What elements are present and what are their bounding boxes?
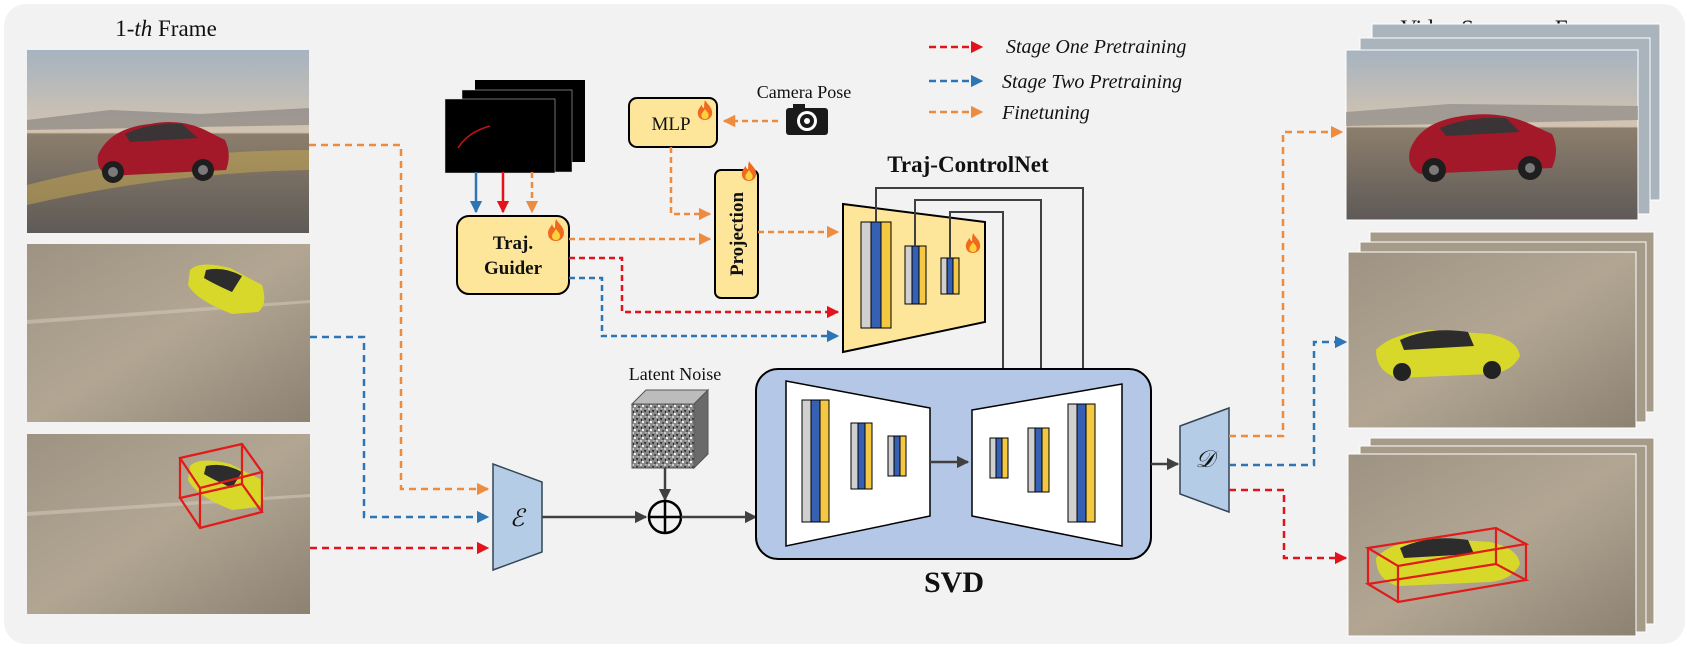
traj-guider-module: Traj. Guider [456,215,570,295]
legend-finetuning-label: Finetuning [1001,102,1090,124]
decoder-to-output-stage-one [1229,488,1348,565]
decoder-module: 𝒟 [1179,406,1230,514]
input-frame-yellow-car-bbox [27,434,310,614]
trajectory-curve [457,125,491,149]
traj-guider-label-1: Traj. [493,233,533,254]
trajectory-map-stack [444,80,585,174]
output-frames-yellow-car [1347,231,1655,429]
camera-pose-label: Camera Pose [757,82,851,102]
projection-module: Projection [714,161,759,299]
projection-label: Projection [727,192,748,276]
mlp-to-projection-arrow [669,147,712,221]
output-bbox-3d [1364,526,1530,604]
guider-to-controlnet-stage-two [569,276,840,343]
legend-stage-two-label: Stage Two Pretraining [1002,71,1182,93]
sum-icon [647,499,683,535]
bbox-3d [178,442,264,530]
latent-noise-label: Latent Noise [629,364,721,384]
traj-guider-label-2: Guider [484,258,543,279]
legend: Stage One Pretraining Stage Two Pretrain… [929,36,1186,124]
mlp-label: MLP [651,114,690,135]
traj-controlnet-label: Traj-ControlNet [887,152,1049,177]
svd-label: SVD [924,566,984,599]
camera-icon [786,104,828,135]
encoder-symbol: ℰ [510,506,527,532]
decoder-to-output-stage-two [1229,335,1348,467]
output-frames-red-car [1345,23,1661,221]
mlp-module: MLP [628,97,718,148]
controlnet-skip-connections [875,187,1088,433]
output-frames-yellow-car-bbox [1347,437,1655,637]
first-frame-title: 1-th Frame [115,16,217,41]
latent-noise-cube [630,388,710,470]
input-frame-red-car [27,50,309,233]
frame2-to-encoder-stage-two [310,335,490,524]
encoder-module: ℰ [492,462,543,572]
decoder-to-output-finetuning [1229,125,1344,438]
svd-module [755,368,1152,560]
input-frame-yellow-car [27,244,310,422]
guider-to-controlnet-stage-one [569,256,840,319]
frame1-to-encoder-finetuning [309,143,490,496]
legend-stage-one-label: Stage One Pretraining [1006,36,1186,58]
